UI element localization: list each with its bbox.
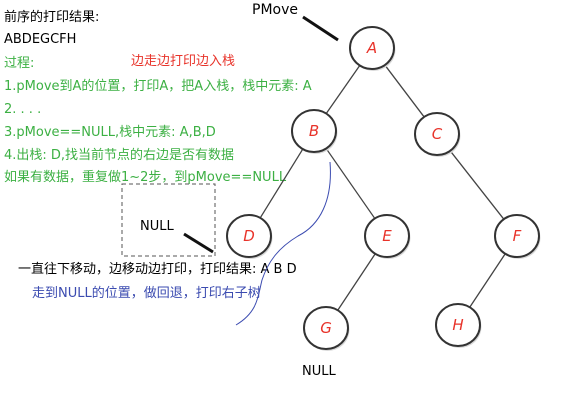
tree-edges — [260, 65, 506, 311]
backtrack-note: 走到NULL的位置，做回退，打印右子树 — [32, 286, 261, 301]
step-2: 2. . . . — [4, 102, 42, 117]
tree-node-E: E — [364, 214, 411, 259]
null-dashed-box — [121, 183, 216, 257]
preorder-result: ABDEGCFH — [4, 32, 77, 47]
edge-A-C — [384, 65, 425, 117]
node-circle — [291, 109, 337, 153]
tree-node-G: G — [303, 306, 350, 351]
node-circle — [303, 306, 349, 350]
node-label: B — [309, 122, 319, 140]
null-pointer — [183, 232, 214, 254]
node-circle — [349, 26, 395, 70]
down-move-note: 一直往下移动，边移动边打印，打印结果: A B D — [18, 262, 297, 277]
node-circle — [494, 214, 540, 258]
null-bottom-label: NULL — [302, 364, 336, 379]
tree-node-F: F — [494, 214, 541, 259]
node-label: C — [432, 125, 443, 143]
node-circle — [435, 303, 481, 347]
edge-A-B — [326, 65, 360, 114]
node-label: H — [452, 316, 463, 334]
edge-B-E — [326, 148, 375, 219]
tree-node-C: C — [414, 112, 461, 157]
step-3: 3.pMove==NULL,栈中元素: A,B,D — [4, 125, 216, 140]
preorder-title: 前序的打印结果: — [4, 10, 100, 25]
step-5: 如果有数据，重复做1~2步，到pMove==NULL — [4, 170, 287, 185]
tree-nodes: A B C D E F G H — [226, 26, 541, 351]
node-circle — [226, 214, 272, 258]
node-circle — [364, 214, 410, 258]
node-label: E — [382, 227, 392, 245]
backtrack-curve — [235, 161, 331, 326]
node-label: F — [513, 227, 522, 245]
edge-F-H — [469, 253, 506, 308]
edge-E-G — [337, 253, 376, 311]
process-heading: 过程: — [4, 56, 35, 71]
edge-C-F — [450, 150, 504, 220]
step-1: 1.pMove到A的位置，打印A，把A入栈，栈中元素: A — [4, 79, 312, 94]
side-note: 边走边打印边入栈 — [131, 54, 236, 69]
tree-node-D: D — [226, 214, 273, 259]
tree-node-A: A — [349, 26, 396, 71]
tree-node-H: H — [435, 303, 482, 348]
node-label: G — [320, 319, 332, 337]
edge-B-D — [260, 149, 303, 218]
step-4: 4.出栈: D,找当前节点的右边是否有数据 — [4, 148, 235, 163]
node-circle — [414, 112, 460, 156]
null-left-label: NULL — [140, 219, 174, 234]
node-label: A — [366, 39, 377, 57]
pmove-pointer — [302, 15, 339, 42]
node-label: D — [243, 227, 255, 245]
pmove-label: PMove — [252, 2, 298, 18]
tree-node-B: B — [291, 109, 338, 154]
